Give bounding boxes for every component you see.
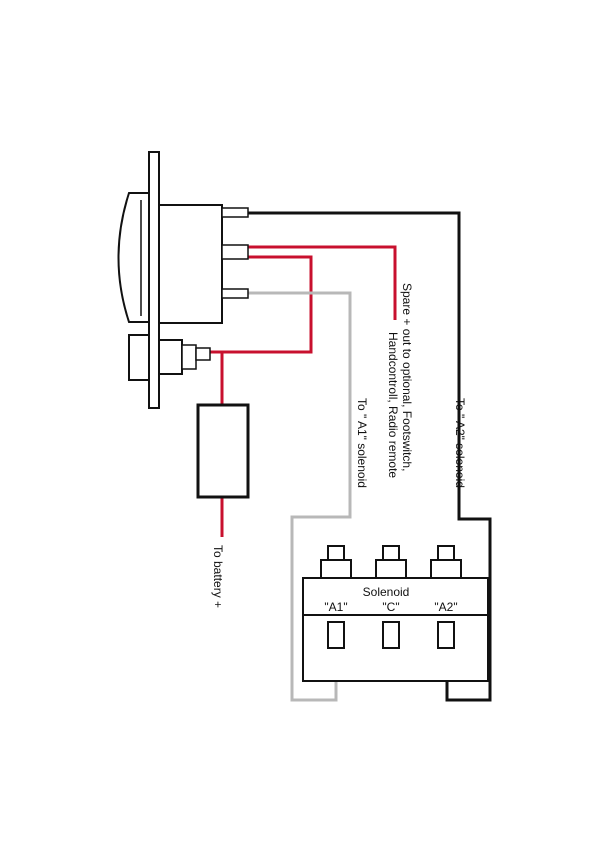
- wire-red-spare: [248, 245, 397, 320]
- label-spare-line1: Spare + out to optional, Footswitch,: [400, 283, 414, 471]
- inline-fuse: [196, 403, 250, 499]
- label-to-battery: To battery +: [211, 545, 225, 608]
- terminal-label-a2: "A2": [434, 600, 457, 614]
- label-spare-line2: Handcontroll, Radio remote: [386, 332, 400, 478]
- rocker-switch: [117, 151, 249, 409]
- wire-black-a2: [248, 211, 492, 702]
- label-to-a2: To " A2" solenoid: [453, 398, 467, 488]
- solenoid-title: Solenoid: [363, 585, 410, 599]
- lower-connector: [128, 334, 211, 381]
- solenoid-terminal-a2: [437, 621, 455, 649]
- wire-grey-a1: [248, 291, 352, 702]
- terminal-label-a1: "A1": [324, 600, 347, 614]
- solenoid-terminal-a1: [327, 621, 345, 649]
- solenoid-top-studs: [320, 545, 462, 579]
- wire-red-loop: [210, 255, 313, 354]
- solenoid-terminal-c: [382, 621, 400, 649]
- label-to-a1: To " A1" solenoid: [355, 398, 369, 488]
- terminal-label-c: "C": [382, 600, 399, 614]
- solenoid: Solenoid "A1" "C" "A2": [302, 545, 489, 682]
